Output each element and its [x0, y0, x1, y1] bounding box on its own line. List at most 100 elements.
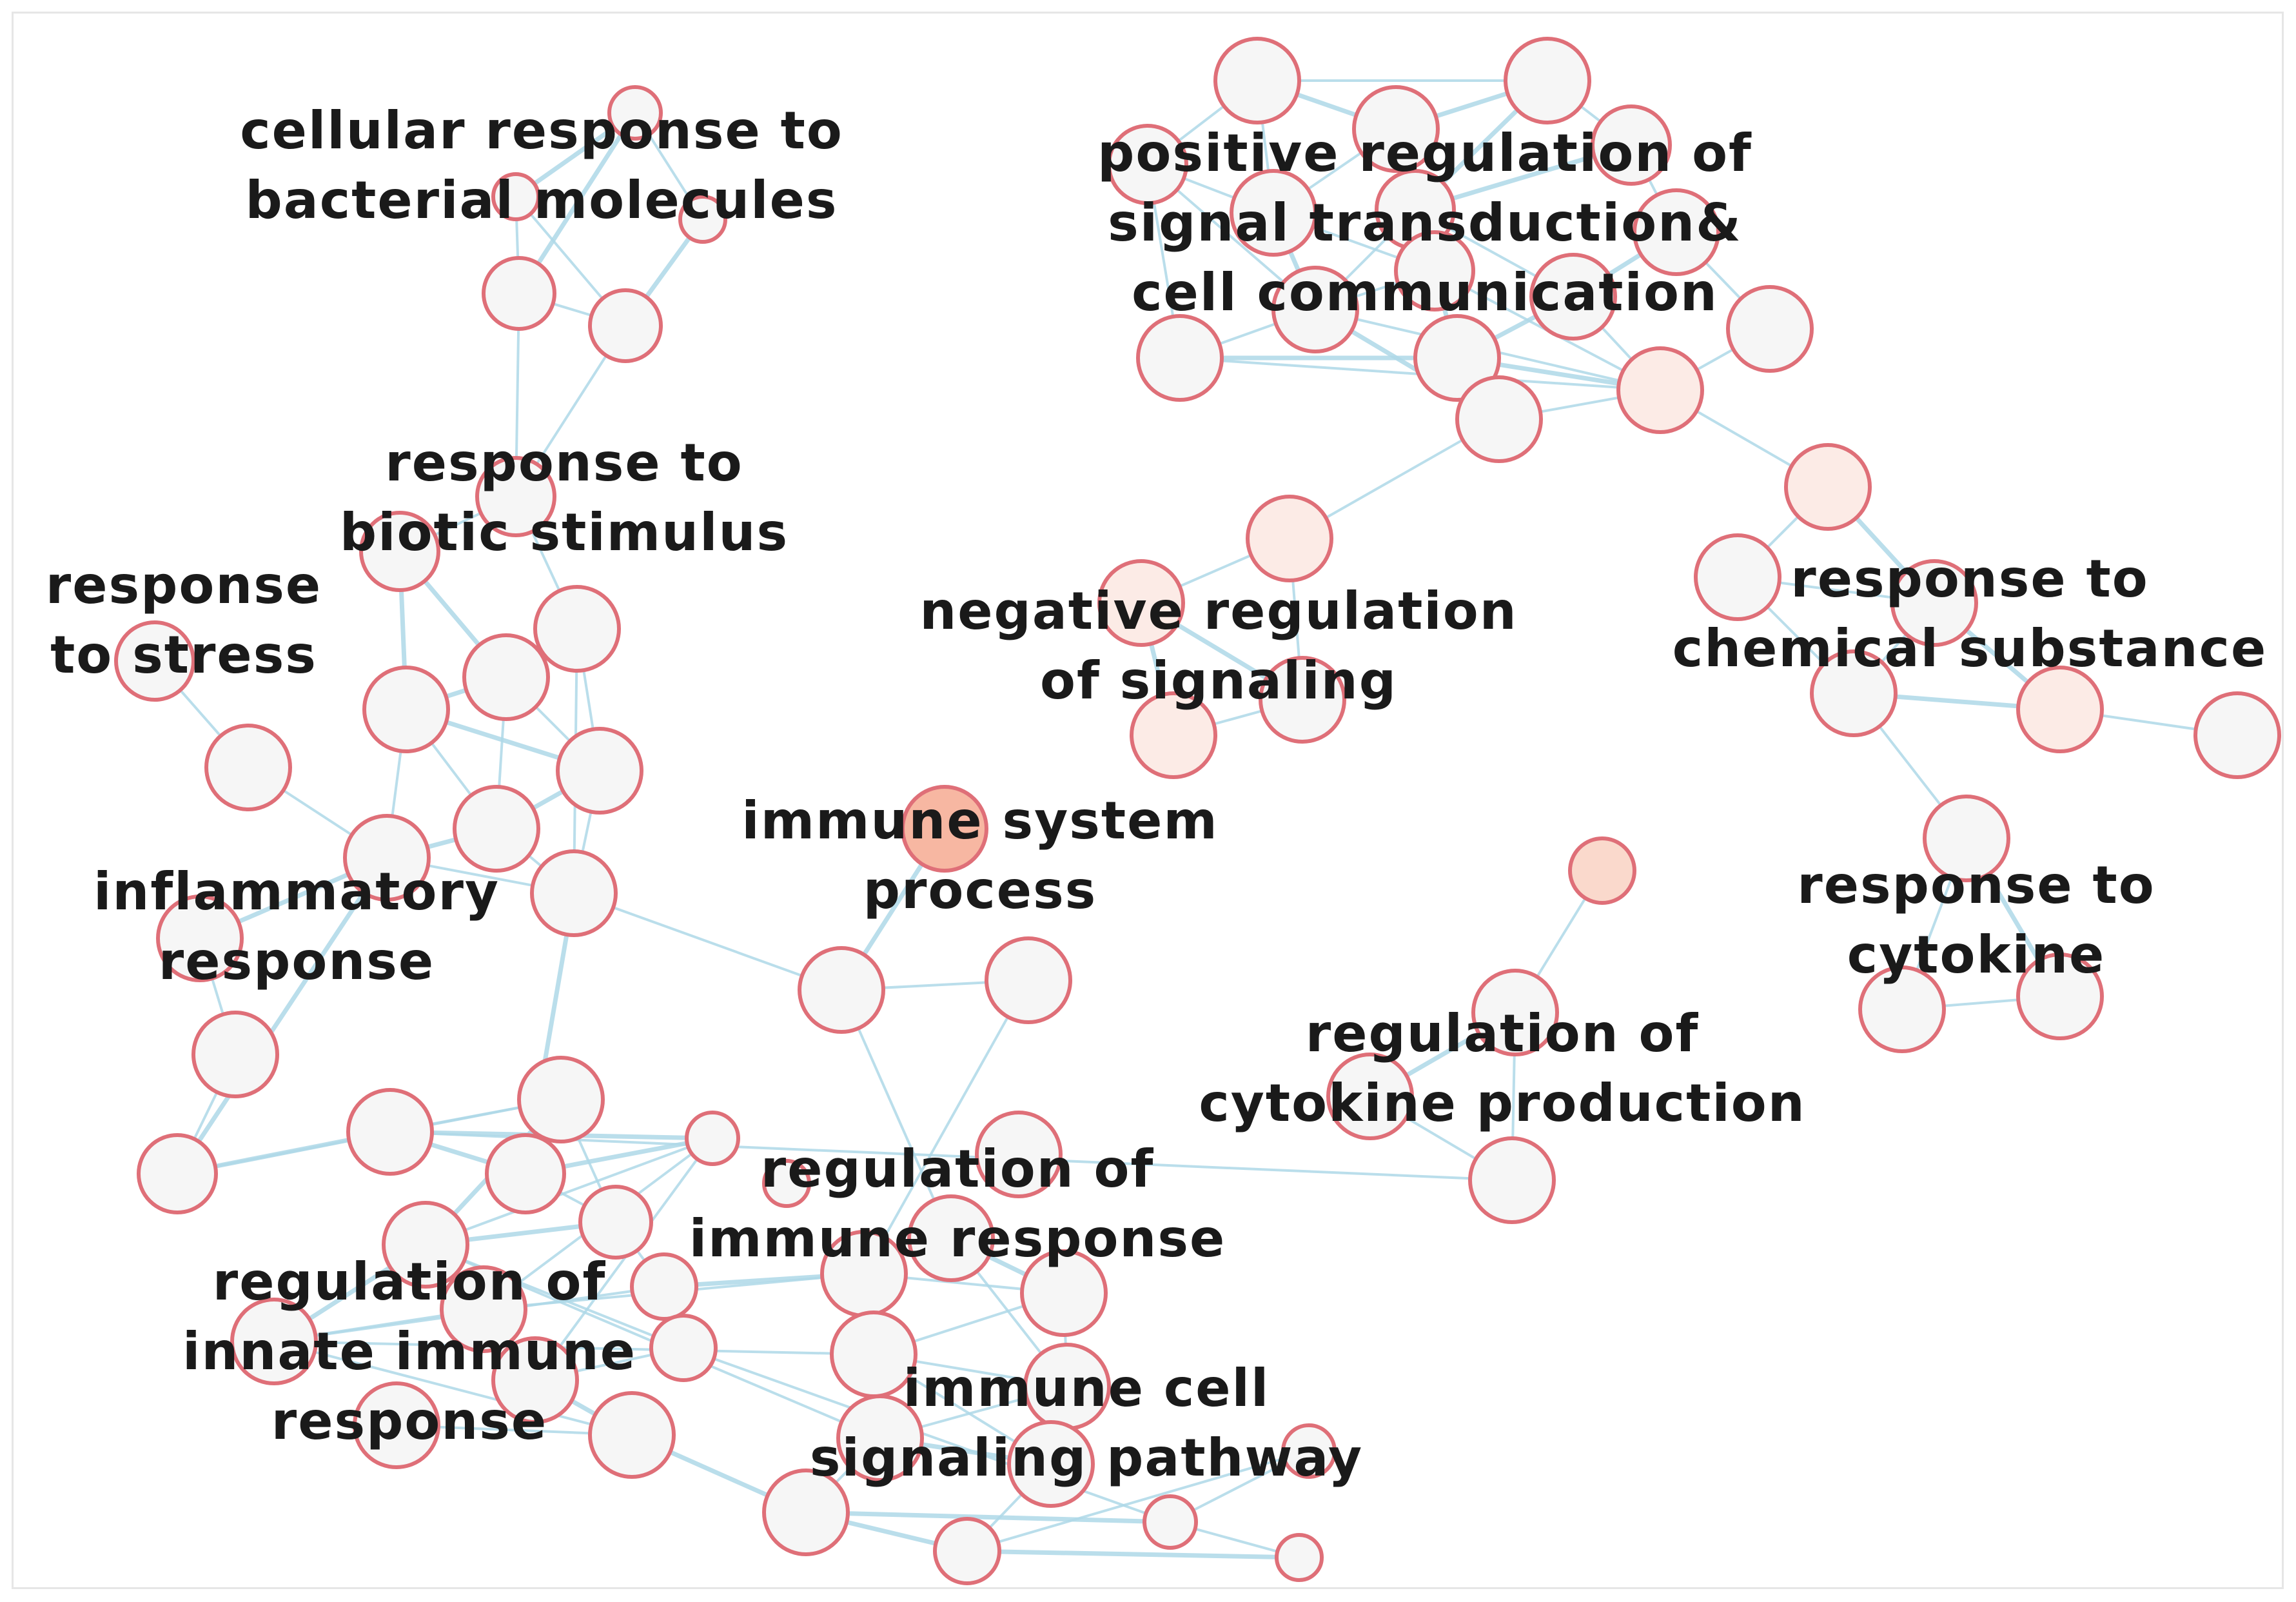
- network-node[interactable]: [933, 1517, 1001, 1585]
- cluster-label-line: cytokine: [1847, 925, 2106, 985]
- network-node[interactable]: [678, 195, 727, 244]
- network-node[interactable]: [907, 1194, 995, 1282]
- network-node[interactable]: [1097, 559, 1185, 647]
- network-node[interactable]: [156, 895, 244, 982]
- network-node[interactable]: [1230, 169, 1317, 257]
- network-node[interactable]: [1616, 346, 1704, 434]
- network-node[interactable]: [1568, 836, 1636, 905]
- network-node[interactable]: [191, 1011, 279, 1098]
- network-node[interactable]: [1143, 1494, 1198, 1550]
- network-node[interactable]: [2016, 953, 2104, 1040]
- network-node[interactable]: [1275, 1533, 1324, 1582]
- cluster-label-line: bacterial molecules: [246, 170, 838, 230]
- network-node[interactable]: [588, 288, 663, 363]
- node-layer: [114, 37, 2281, 1585]
- cluster-label-line: cell communication: [1132, 262, 1718, 322]
- network-node[interactable]: [836, 1394, 924, 1482]
- network-node[interactable]: [533, 585, 621, 673]
- network-node[interactable]: [137, 1133, 218, 1214]
- network-node[interactable]: [530, 849, 618, 937]
- network-node[interactable]: [1130, 691, 1217, 779]
- network-node[interactable]: [1020, 1249, 1108, 1337]
- network-node[interactable]: [382, 1201, 469, 1289]
- network-node[interactable]: [975, 1111, 1063, 1198]
- network-node[interactable]: [1471, 969, 1559, 1056]
- network-node[interactable]: [762, 1159, 811, 1208]
- network-node[interactable]: [1504, 37, 1591, 124]
- network-node[interactable]: [1326, 1053, 1414, 1140]
- network-node[interactable]: [1784, 443, 1872, 531]
- network-node[interactable]: [453, 785, 540, 873]
- network-node[interactable]: [491, 172, 540, 221]
- cluster-label-line: response to: [1797, 855, 2155, 915]
- network-node[interactable]: [1007, 1420, 1095, 1508]
- network-node[interactable]: [1246, 495, 1333, 582]
- network-node[interactable]: [1259, 656, 1346, 744]
- network-node[interactable]: [1726, 285, 1814, 373]
- network-node[interactable]: [359, 511, 440, 592]
- network-node[interactable]: [1107, 124, 1188, 205]
- network-node[interactable]: [630, 1252, 698, 1321]
- network-node[interactable]: [1633, 188, 1720, 276]
- network-node[interactable]: [204, 724, 292, 811]
- network-node[interactable]: [491, 1336, 579, 1424]
- network-node[interactable]: [1694, 533, 1781, 621]
- cluster-label-regulation-of-immune-response: regulation of immune response: [689, 1139, 1226, 1269]
- network-node[interactable]: [1352, 85, 1440, 173]
- network-node[interactable]: [1468, 1136, 1556, 1224]
- network-node[interactable]: [353, 1381, 440, 1469]
- network-node[interactable]: [1591, 104, 1672, 186]
- cluster-label-line: regulation of: [761, 1139, 1155, 1199]
- network-node[interactable]: [1413, 314, 1501, 402]
- network-node[interactable]: [901, 785, 988, 873]
- cluster-label-line: signaling pathway: [810, 1428, 1363, 1488]
- network-node[interactable]: [2016, 666, 2104, 753]
- network-node[interactable]: [649, 1314, 718, 1382]
- network-edge: [534, 1137, 714, 1381]
- network-node[interactable]: [462, 633, 550, 721]
- network-node[interactable]: [1394, 230, 1475, 312]
- network-edge: [273, 1340, 633, 1436]
- network-node[interactable]: [2193, 691, 2281, 779]
- network-node[interactable]: [1136, 314, 1224, 402]
- network-node[interactable]: [1858, 965, 1946, 1053]
- network-node[interactable]: [762, 1468, 850, 1556]
- network-node[interactable]: [1271, 266, 1359, 353]
- network-node[interactable]: [556, 727, 643, 815]
- network-node[interactable]: [440, 1265, 527, 1353]
- network-node[interactable]: [798, 946, 885, 1034]
- network-node[interactable]: [578, 1185, 653, 1260]
- network-node[interactable]: [588, 1391, 676, 1479]
- network-node[interactable]: [230, 1298, 318, 1385]
- network-node[interactable]: [346, 1088, 434, 1176]
- network-node[interactable]: [1923, 795, 2010, 882]
- network-node[interactable]: [114, 620, 195, 702]
- network-node[interactable]: [482, 256, 556, 331]
- network-node[interactable]: [1455, 375, 1543, 463]
- cluster-label-line: regulation of: [213, 1252, 607, 1312]
- network-node[interactable]: [517, 1056, 605, 1143]
- network-node[interactable]: [362, 666, 450, 753]
- cluster-label-line: cytokine production: [1199, 1073, 1805, 1133]
- network-node[interactable]: [1890, 559, 1978, 647]
- network-node[interactable]: [475, 456, 556, 537]
- network-node[interactable]: [1810, 649, 1898, 737]
- cluster-label-response-to-cytokine: response to cytokine: [1797, 855, 2155, 985]
- network-node[interactable]: [485, 1133, 566, 1214]
- network-node[interactable]: [685, 1111, 740, 1166]
- network-node[interactable]: [343, 814, 431, 902]
- cluster-label-line: immune response: [689, 1209, 1226, 1269]
- network-node[interactable]: [985, 936, 1072, 1024]
- network-node[interactable]: [607, 85, 663, 141]
- network-node[interactable]: [1281, 1423, 1337, 1479]
- network-node[interactable]: [1213, 37, 1301, 124]
- network-node[interactable]: [1529, 253, 1617, 341]
- network-edge: [966, 1548, 1300, 1560]
